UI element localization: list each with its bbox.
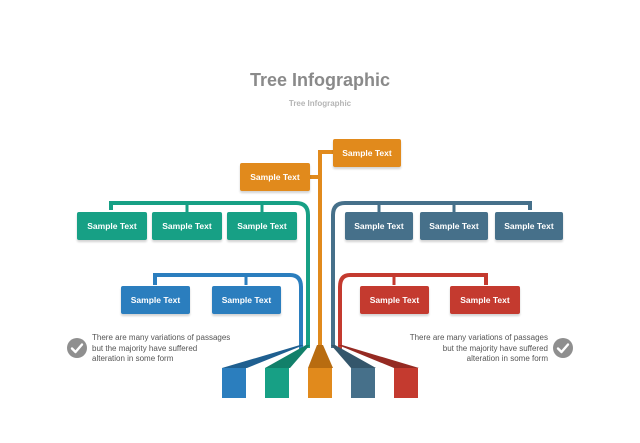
orange-foot (308, 368, 332, 398)
orange-trunk-line (318, 150, 335, 348)
slate-node-2: Sample Text (420, 212, 488, 240)
teal-node-3: Sample Text (227, 212, 297, 240)
orange-node-left: Sample Text (240, 163, 310, 191)
red-node-1: Sample Text (360, 286, 429, 314)
teal-foot-taper (265, 345, 310, 368)
blue-branch-line (153, 273, 303, 350)
slate-foot-taper (331, 345, 376, 368)
red-foot (394, 368, 418, 398)
orange-foot-taper (308, 345, 333, 368)
teal-node-1: Sample Text (77, 212, 147, 240)
note-right: There are many variations of passages bu… (409, 333, 548, 363)
teal-node-2: Sample Text (152, 212, 222, 240)
slate-foot (351, 368, 375, 398)
page-title: Tree Infographic (249, 70, 391, 90)
check-circle-icon (67, 338, 87, 358)
blue-foot-taper (222, 345, 304, 368)
teal-branch-line (109, 201, 310, 348)
note-left: There are many variations of passages bu… (92, 333, 231, 363)
slate-node-3: Sample Text (495, 212, 563, 240)
blue-node-2: Sample Text (212, 286, 281, 314)
teal-foot (265, 368, 289, 398)
blue-node-1: Sample Text (121, 286, 190, 314)
red-node-2: Sample Text (450, 286, 520, 314)
slate-branch-line (331, 201, 532, 348)
red-foot-taper (338, 345, 419, 368)
page-subtitle: Tree Infographic (288, 99, 352, 108)
slate-node-1: Sample Text (345, 212, 413, 240)
blue-foot (222, 368, 246, 398)
orange-node-top: Sample Text (333, 139, 401, 167)
red-branch-line (338, 273, 488, 350)
check-circle-icon (553, 338, 573, 358)
